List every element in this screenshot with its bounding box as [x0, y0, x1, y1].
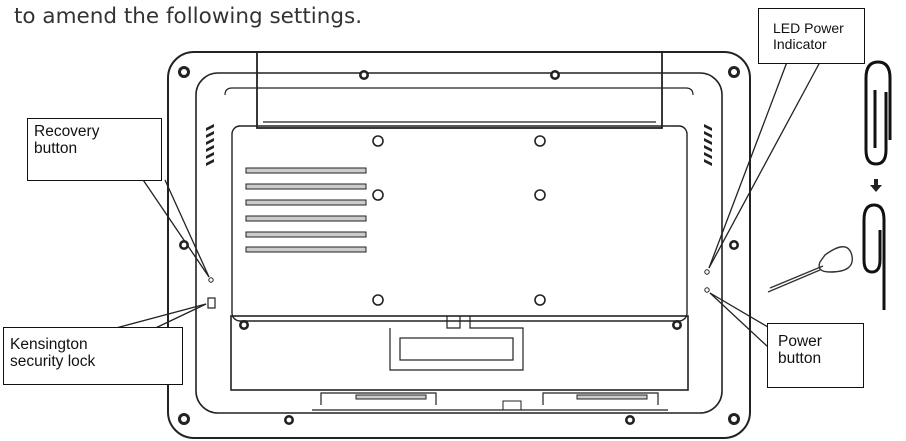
callout-line: Kensington: [10, 336, 88, 353]
callout-line: Recovery: [34, 123, 100, 140]
led-power-indicator-callout: LED Power Indicator: [758, 8, 865, 64]
paperclip-straightened-icon: [862, 203, 886, 310]
callout-line: Indicator: [773, 36, 827, 52]
device-inner-frame: [195, 72, 723, 414]
kensington-lock-slot: [207, 297, 216, 309]
recovery-button-callout: Recovery button: [27, 118, 162, 181]
led-power-indicator-dot: [704, 269, 710, 275]
callout-line: Power: [778, 333, 822, 350]
intro-text: to amend the following settings.: [14, 4, 363, 29]
callout-line: button: [778, 350, 822, 367]
sim-eject-pin-icon: [767, 246, 854, 293]
callout-line: button: [34, 140, 78, 157]
kensington-lock-callout: Kensington security lock: [3, 327, 183, 385]
top-handle: [256, 51, 663, 129]
paperclip-icon: [864, 60, 892, 166]
recovery-button-hole: [208, 277, 214, 283]
main-panel: [231, 125, 688, 322]
power-button-callout: Power button: [767, 323, 864, 388]
callout-line: LED Power: [773, 20, 844, 36]
callout-line: security lock: [10, 353, 96, 370]
power-button-dot: [704, 287, 710, 293]
